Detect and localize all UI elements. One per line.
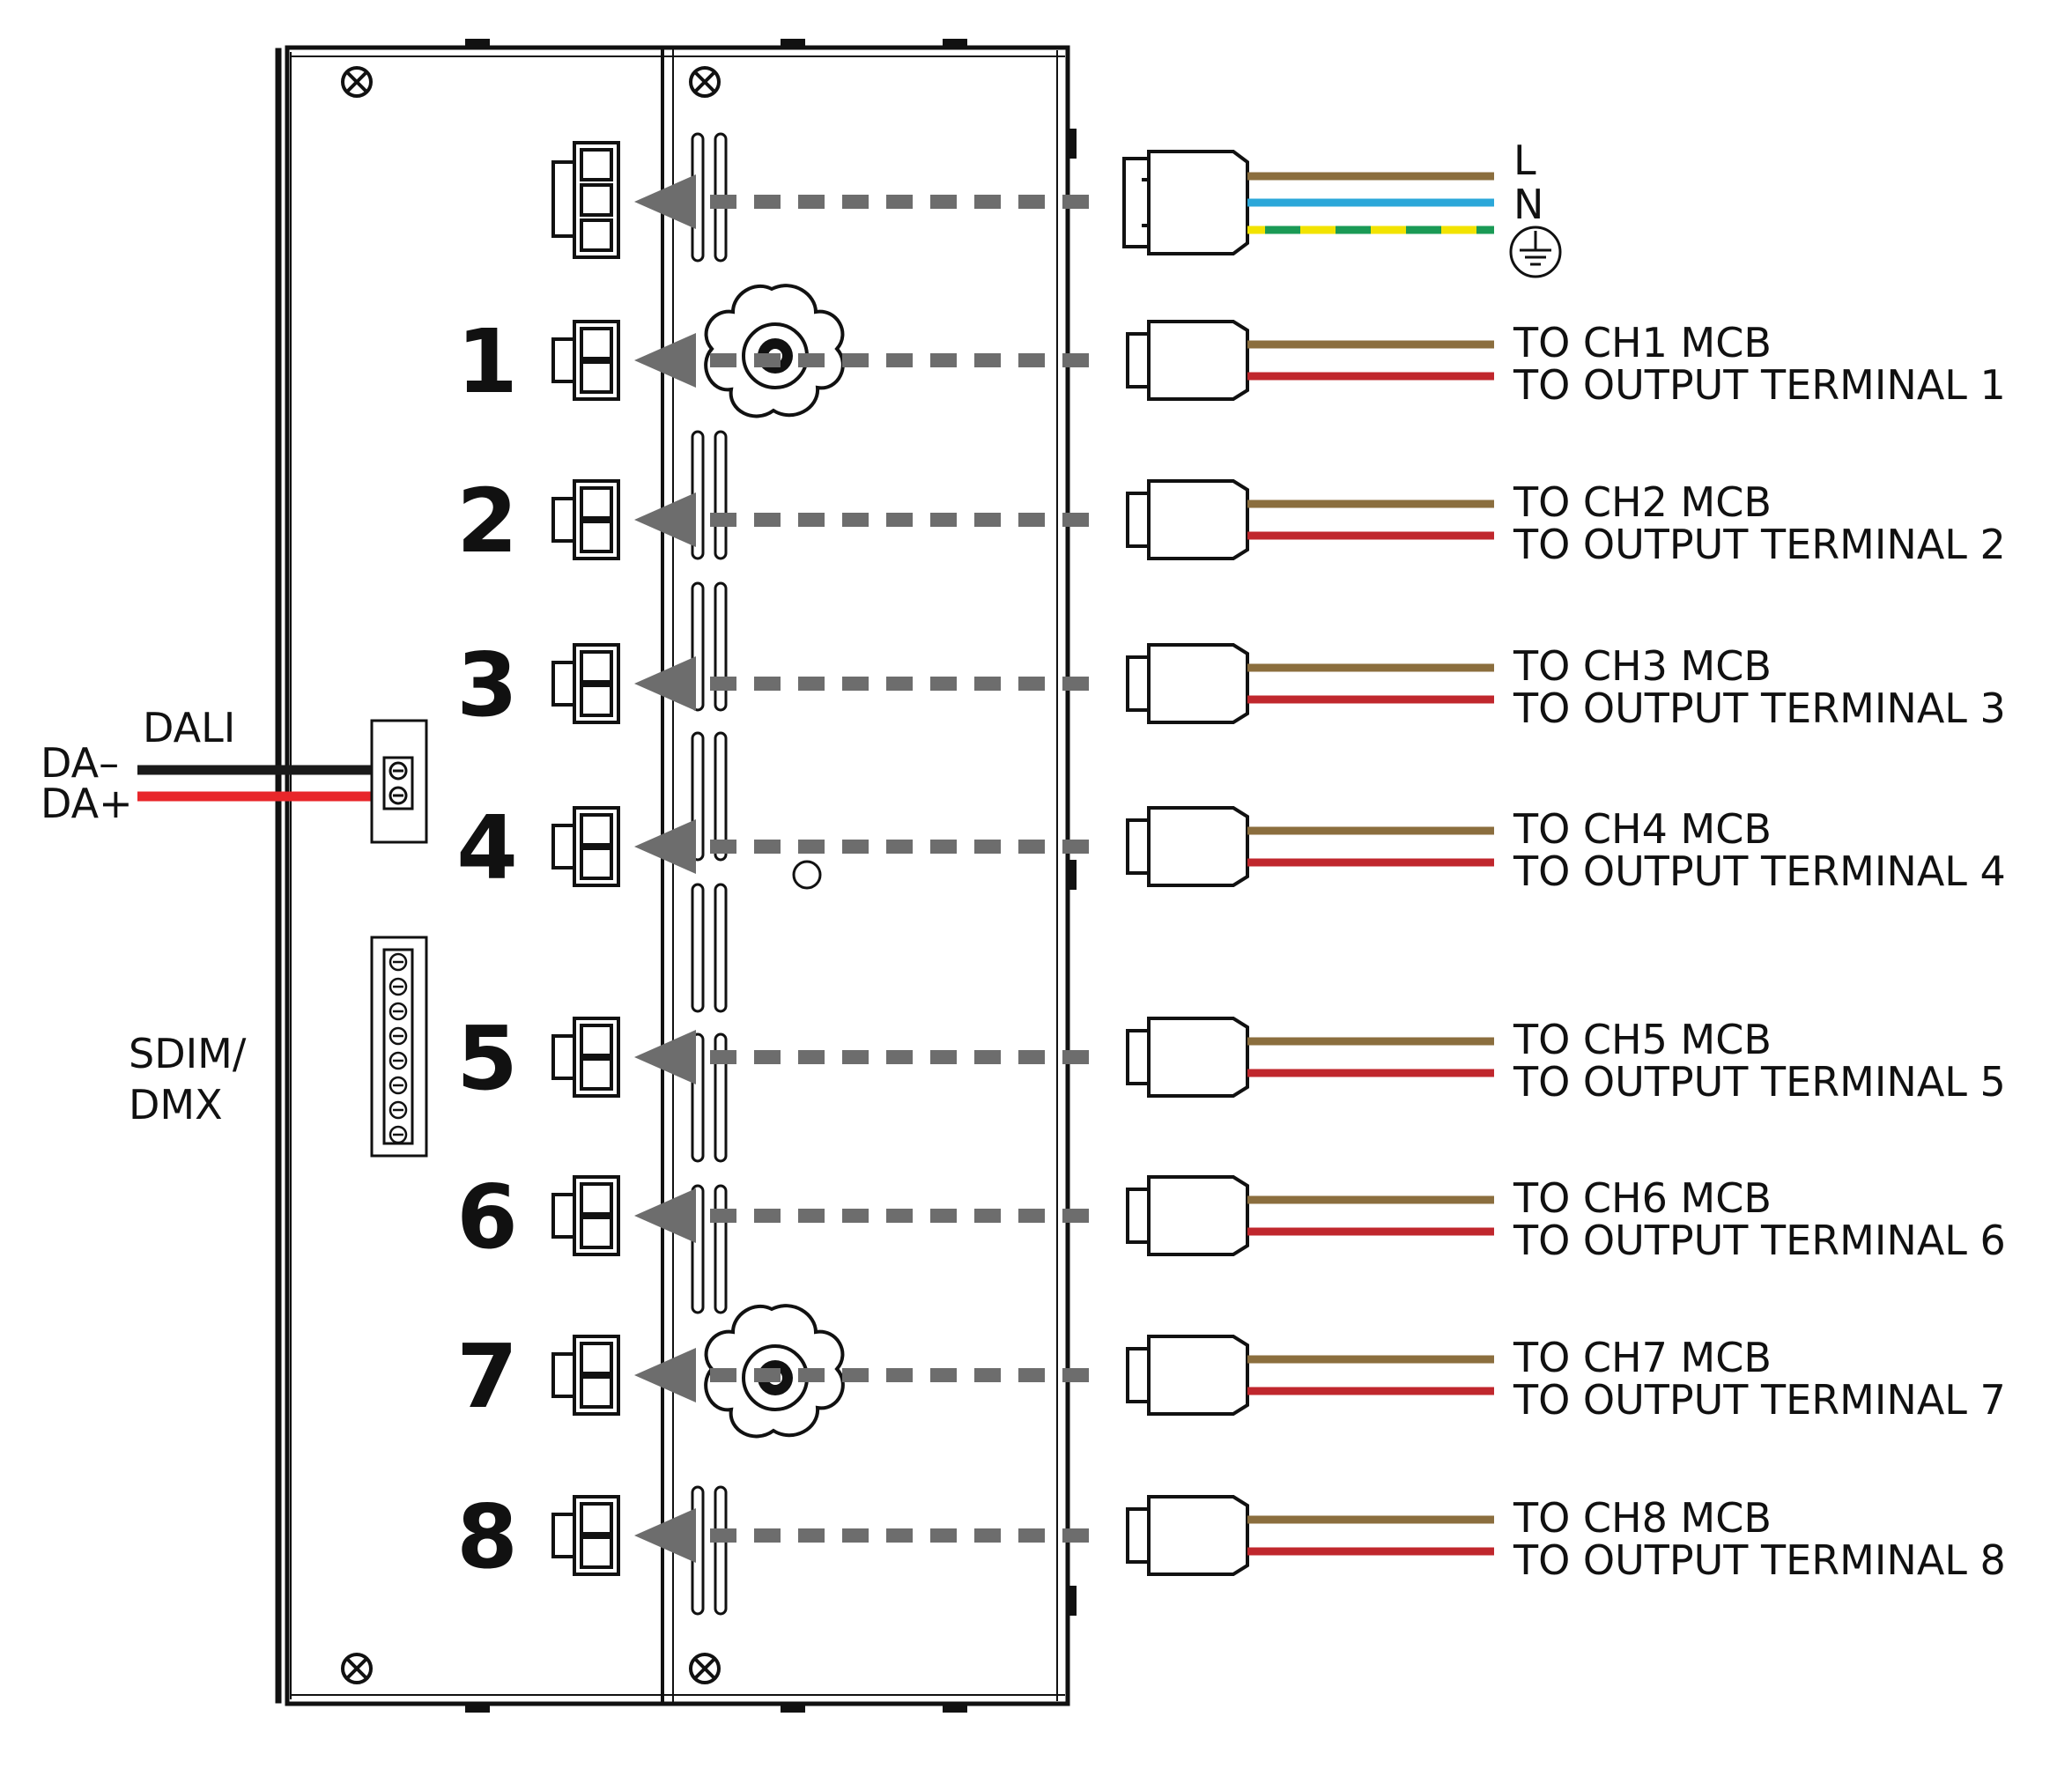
channel-socket — [551, 320, 620, 401]
dali-terminal — [370, 719, 428, 844]
channel-plug — [1126, 806, 1249, 887]
channel-socket — [551, 1495, 620, 1576]
neutral-label: N — [1513, 181, 1543, 228]
channel-number: 4 — [456, 796, 518, 899]
channel-number: 7 — [456, 1325, 518, 1428]
mains-socket — [551, 141, 620, 259]
channel-arrow — [634, 1508, 1101, 1563]
channel-number: 8 — [456, 1485, 518, 1588]
dali-plus-label: DA+ — [41, 780, 133, 827]
sdim-terminal-pins — [388, 952, 408, 1144]
mcb-label: TO CH1 MCB — [1513, 319, 1772, 366]
channel-number: 6 — [456, 1166, 518, 1269]
channel-plug — [1126, 479, 1249, 560]
output-terminal-label: TO OUTPUT TERMINAL 3 — [1513, 684, 2006, 732]
channel-arrow — [634, 1030, 1101, 1084]
live-label: L — [1513, 137, 1536, 184]
sdim-dmx-input: SDIM/ DMX — [129, 936, 428, 1158]
channel-plug — [1126, 1495, 1249, 1576]
screw-icons — [341, 66, 721, 1684]
output-terminal-label: TO OUTPUT TERMINAL 4 — [1513, 847, 2006, 895]
output-terminal-label: TO OUTPUT TERMINAL 2 — [1513, 521, 2006, 568]
output-terminal-label: TO OUTPUT TERMINAL 6 — [1513, 1217, 2006, 1264]
screw-icon — [341, 1653, 373, 1684]
screw-icon — [689, 66, 721, 98]
channel-arrow — [634, 656, 1101, 711]
channel-plug — [1126, 320, 1249, 401]
channel-socket — [551, 643, 620, 724]
controller-enclosure — [275, 45, 1070, 1706]
output-terminal-label: TO OUTPUT TERMINAL 7 — [1513, 1376, 2006, 1424]
mounting-knob-icon — [704, 284, 845, 418]
channel-arrow — [634, 333, 1101, 388]
mcb-label: TO CH2 MCB — [1513, 478, 1772, 526]
dali-title: DALI — [143, 704, 235, 751]
channel-socket — [551, 1017, 620, 1098]
enclosure-tabs — [465, 39, 1077, 1713]
dmx-label: DMX — [129, 1081, 223, 1128]
mcb-label: TO CH4 MCB — [1513, 805, 1772, 853]
channel-socket — [551, 1175, 620, 1256]
mains-input: L N — [551, 137, 1562, 278]
mains-arrow — [634, 174, 1101, 229]
mcb-label: TO CH8 MCB — [1513, 1494, 1772, 1542]
channel-socket — [551, 806, 620, 887]
channel-plug — [1126, 643, 1249, 724]
dali-input: DALI DA– DA+ — [41, 704, 428, 844]
output-terminal-label: TO OUTPUT TERMINAL 8 — [1513, 1536, 2006, 1584]
screw-icon — [341, 66, 373, 98]
channel-arrow — [634, 1348, 1101, 1402]
mains-plug — [1122, 150, 1249, 255]
channel-socket — [551, 1335, 620, 1416]
indicator-hole — [792, 860, 822, 890]
channel-plug — [1126, 1335, 1249, 1416]
screw-icon — [689, 1653, 721, 1684]
channel-number: 3 — [456, 633, 518, 736]
channel-arrow — [634, 492, 1101, 547]
channel-number: 1 — [456, 310, 518, 413]
channel-socket — [551, 479, 620, 560]
channel-number: 2 — [456, 470, 518, 573]
mcb-label: TO CH5 MCB — [1513, 1016, 1772, 1063]
output-terminal-label: TO OUTPUT TERMINAL 5 — [1513, 1058, 2006, 1106]
channel-number: 5 — [456, 1007, 518, 1110]
dali-minus-label: DA– — [41, 739, 119, 787]
mcb-label: TO CH3 MCB — [1513, 642, 1772, 690]
channel-arrow — [634, 819, 1101, 874]
output-terminal-label: TO OUTPUT TERMINAL 1 — [1513, 361, 2006, 409]
channel-plug — [1126, 1017, 1249, 1098]
sdim-label: SDIM/ — [129, 1030, 247, 1077]
mcb-label: TO CH7 MCB — [1513, 1334, 1772, 1381]
channel-arrow — [634, 1188, 1101, 1243]
mcb-label: TO CH6 MCB — [1513, 1174, 1772, 1222]
channel-plug — [1126, 1175, 1249, 1256]
earth-ground-icon — [1509, 226, 1562, 278]
